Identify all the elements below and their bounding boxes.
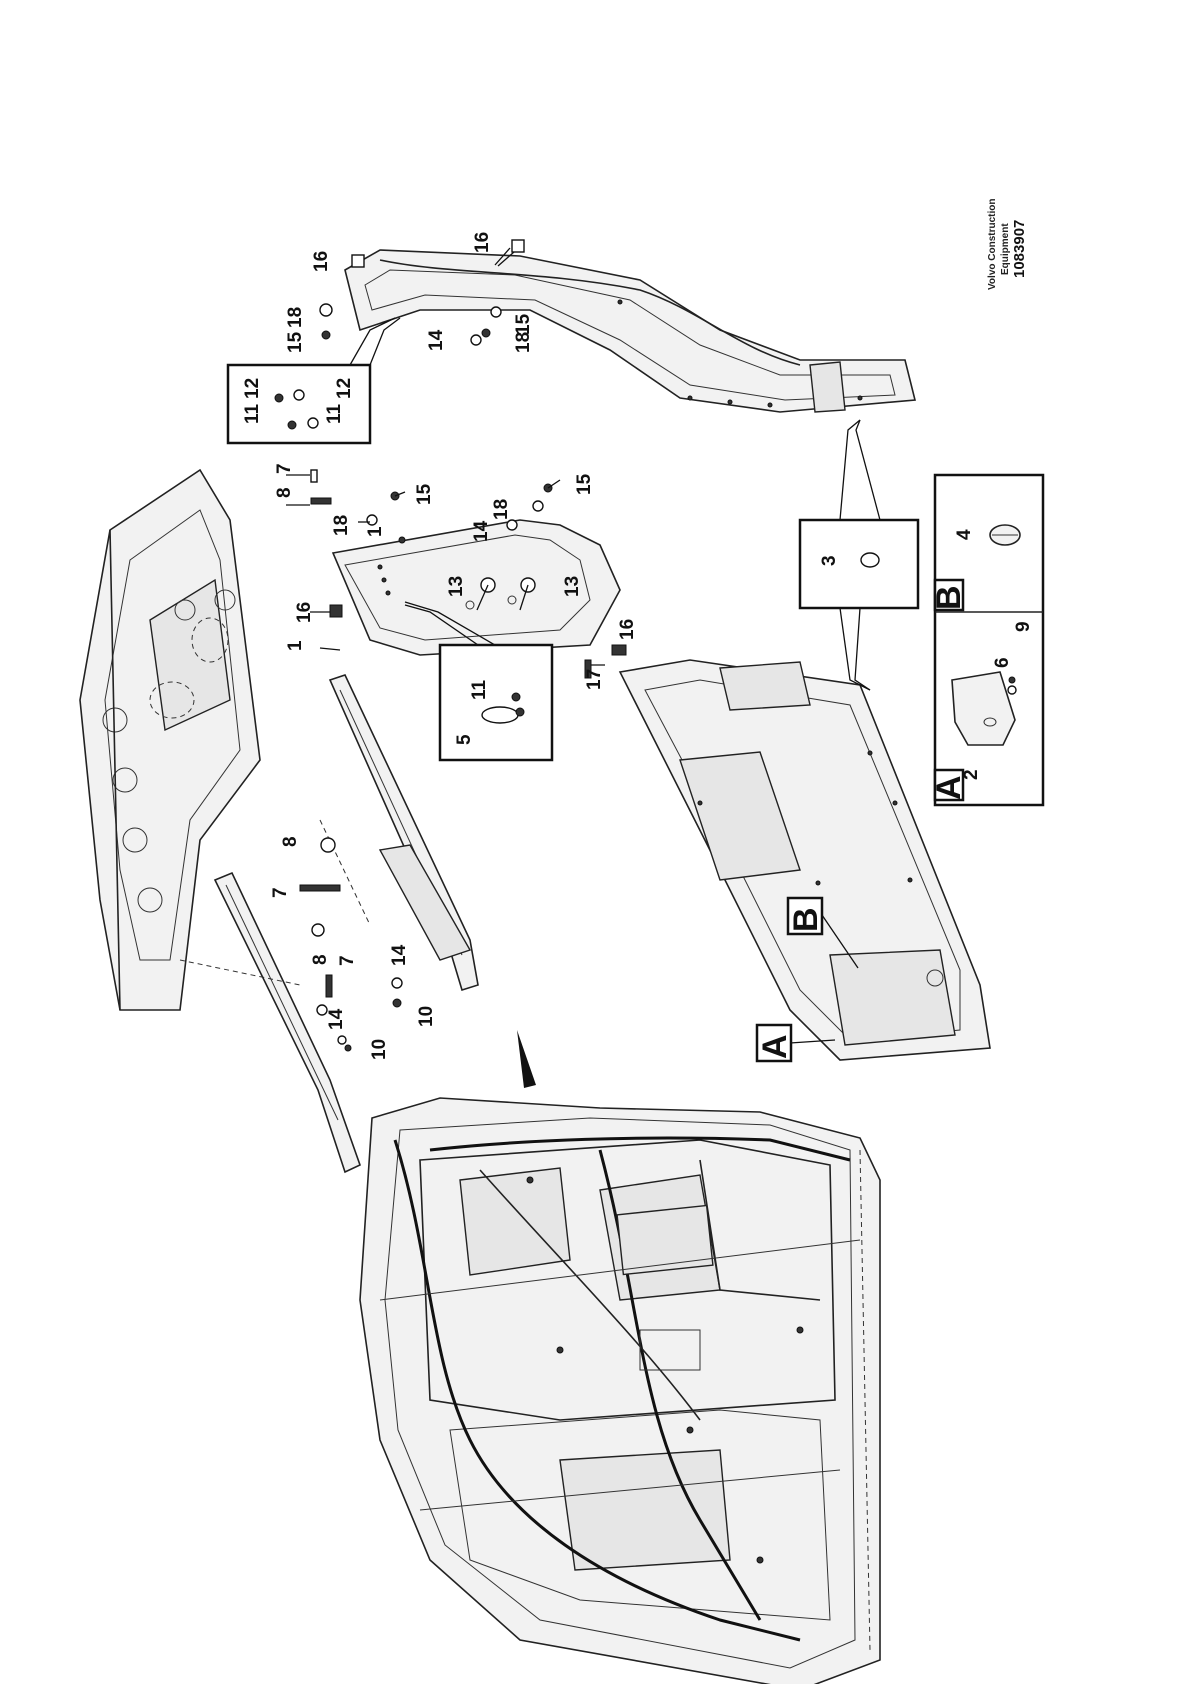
callout-11: 11 [242,403,263,424]
callout-15: 15 [285,331,306,353]
callout-8: 8 [280,836,301,847]
roof-panel [79,468,261,1011]
callout-16: 16 [294,602,315,623]
callout-1: 1 [365,526,386,537]
callout-6: 6 [992,657,1013,668]
callout-12: 12 [242,378,263,399]
callout-4: 4 [954,529,975,540]
detail-ref-b-frame [933,578,965,612]
callout-10: 10 [416,1006,437,1027]
callout-18: 18 [285,307,306,328]
front-pillar-trim-top [344,249,917,413]
direction-arrow [517,1030,536,1088]
callout-14: 14 [471,520,492,542]
callout-9: 9 [1013,621,1034,632]
callout-14: 14 [426,329,447,351]
detail-ref-b-small-frame [786,896,824,936]
trim-strip-left [179,674,479,1174]
detail-label-a: A [930,775,968,800]
callout-11: 11 [324,403,345,424]
callout-1: 1 [285,640,306,651]
callout-15: 15 [414,483,435,505]
callout-2: 2 [961,769,982,780]
callout-16: 16 [311,251,332,272]
callout-13: 13 [446,576,467,597]
callout-5: 5 [454,734,475,745]
detail-ref-a: A [756,1034,794,1059]
detail-box-11-12 [226,317,401,445]
callout-8: 8 [274,487,295,498]
callout-8: 8 [310,954,331,965]
side-wall-panel [618,659,991,1061]
callout-14: 14 [389,944,410,966]
callout-7: 7 [270,887,291,898]
callout-12: 12 [334,378,355,399]
callout-7: 7 [274,463,295,474]
detail-views-frame [933,473,1045,807]
title-block: Volvo Construction Equipment 1083907 [987,199,1028,290]
callout-14: 14 [326,1008,347,1030]
fasteners [286,239,627,1052]
pillar-trim-center [331,519,621,656]
callout-labels: 1 1 2 3 4 5 6 7 7 7 8 8 8 9 10 10 11 11 … [242,232,1034,1060]
detail-ref-b: B [787,907,825,932]
detail-box-5-11 [404,601,554,762]
callout-15: 15 [574,473,595,495]
brand-line-2: Equipment [1000,223,1011,275]
detail-box-3 [798,419,920,691]
callout-15: 15 [513,313,534,335]
detail-ref-a-small-frame [755,1023,793,1063]
callout-3: 3 [819,555,840,566]
detail-label-b: B [930,585,968,610]
callout-10: 10 [369,1039,390,1060]
callout-18: 18 [331,515,352,536]
detail-ref-a-frame [933,768,965,802]
drawing-number: 1083907 [1011,220,1028,278]
callout-13: 13 [562,576,583,597]
callout-17: 17 [584,669,605,690]
callout-18: 18 [513,332,534,353]
cab-frame [359,1097,881,1684]
callout-16: 16 [617,619,638,640]
callout-18: 18 [491,499,512,520]
callout-16: 16 [472,232,493,253]
brand-line-1: Volvo Construction [987,199,998,290]
callout-11: 11 [469,679,490,700]
callout-7: 7 [337,955,358,966]
